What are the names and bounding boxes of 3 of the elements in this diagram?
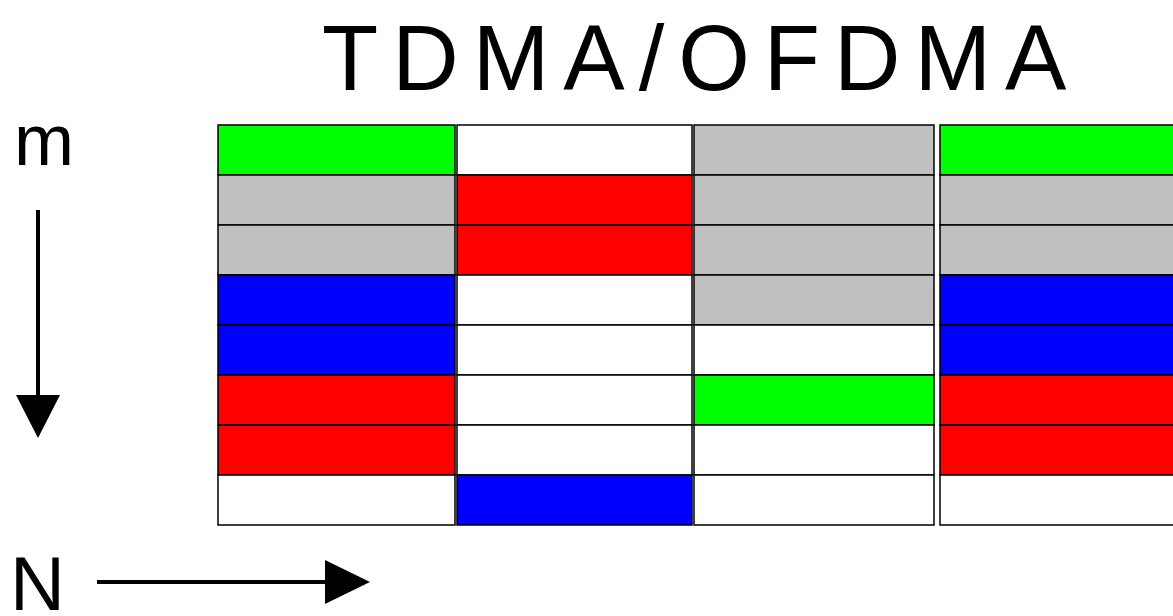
- axis-label: N: [10, 546, 65, 616]
- diagram-title: TDMA/OFDMA: [322, 12, 1081, 104]
- axis-label: m: [14, 104, 74, 176]
